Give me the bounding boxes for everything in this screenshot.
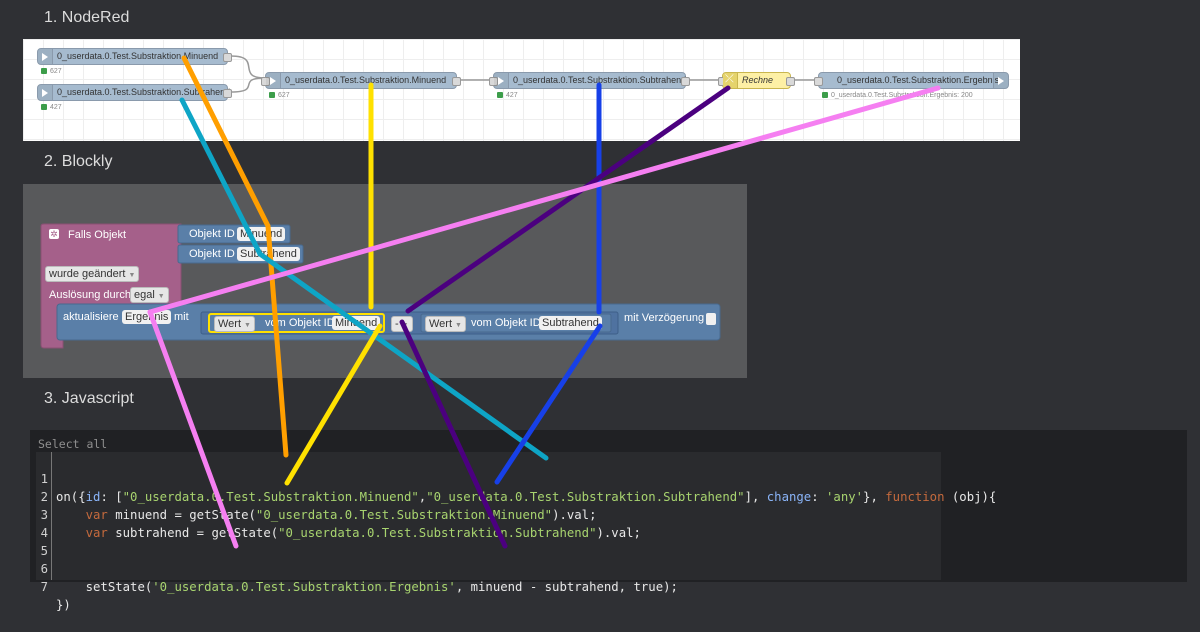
status-dot-icon	[41, 68, 47, 74]
output-port[interactable]	[223, 53, 232, 62]
output-port[interactable]	[223, 89, 232, 98]
blockly-blocks	[40, 223, 721, 349]
output-port[interactable]	[452, 77, 461, 86]
dropdown-arrow-icon: ▼	[455, 322, 462, 329]
line-number: 7	[40, 580, 48, 594]
status-dot-icon	[497, 92, 503, 98]
blockly-aktualisiere-label: aktualisiere	[63, 311, 119, 323]
node-label: 0_userdata.0.Test.Substraktion.Minuend	[285, 75, 447, 85]
nodered-canvas[interactable]: 0_userdata.0.Test.Substraktion.Minuend 6…	[23, 39, 1020, 141]
blockly-ergebnis-field[interactable]: Ergebnis	[122, 310, 172, 324]
heading-nodered: 1. NodeRed	[44, 9, 130, 26]
heading-javascript: 3. Javascript	[44, 390, 134, 407]
code-line-4: 4	[36, 506, 80, 540]
gutter-divider	[51, 452, 52, 580]
annotation-overlay	[147, 55, 941, 549]
output-arrow-icon	[993, 73, 1008, 88]
input-arrow-icon	[494, 73, 509, 88]
node-label: Rechne	[742, 75, 774, 85]
node-get-minuend[interactable]: 0_userdata.0.Test.Substraktion.Minuend	[261, 72, 461, 89]
node-label: 0_userdata.0.Test.Substraktion.Subtrahen…	[513, 75, 687, 85]
node-status: 627	[269, 92, 290, 99]
node-status: 0_userdata.0.Test.Substraktion.Ergebnis:…	[822, 92, 973, 99]
status-dot-icon	[269, 92, 275, 98]
output-port[interactable]	[786, 77, 795, 86]
line-number: 6	[40, 562, 48, 576]
gear-icon[interactable]: ✲	[49, 229, 59, 239]
status-dot-icon	[822, 92, 828, 98]
node-get-subtrahend[interactable]: 0_userdata.0.Test.Substraktion.Subtrahen…	[489, 72, 690, 89]
input-port[interactable]	[489, 77, 498, 86]
node-out-ergebnis[interactable]: 0_userdata.0.Test.Substraktion.Ergebnis	[814, 72, 1009, 89]
blockly-objekt-id-label: Objekt ID	[189, 248, 235, 260]
blockly-wert-dropdown[interactable]: Wert▼	[425, 316, 466, 332]
annotation-line-cyan	[179, 97, 263, 257]
node-in-subtrahend[interactable]: 0_userdata.0.Test.Substraktion.Subtrahen…	[37, 84, 232, 101]
line-number: 1	[40, 472, 48, 486]
blockly-egal-dropdown[interactable]: egal▼	[130, 287, 169, 303]
blockly-wert-dropdown[interactable]: Wert▼	[214, 316, 255, 332]
node-status: 427	[497, 92, 518, 99]
select-all-link[interactable]: Select all	[38, 437, 108, 451]
blockly-objekt-id-label: Objekt ID	[189, 228, 235, 240]
input-arrow-icon	[38, 85, 53, 100]
blockly-falls-objekt: Falls Objekt	[68, 229, 127, 241]
input-port[interactable]	[261, 77, 270, 86]
annotation-line-pink	[147, 85, 941, 315]
code-area[interactable]: 1 on({id: ["0_userdata.0.Test.Substrakti…	[36, 452, 997, 612]
annotation-line-pink	[147, 309, 239, 549]
input-arrow-icon	[266, 73, 281, 88]
blockly-subtrahend-field[interactable]: Subtrahend	[539, 316, 602, 330]
annotation-line-purple	[405, 85, 731, 314]
node-label: 0_userdata.0.Test.Substraktion.Minuend	[57, 51, 219, 61]
annotation-line-cyan	[257, 251, 549, 461]
input-arrow-icon	[38, 49, 53, 64]
code-line-3: 3 var subtrahend = getState("0_userdata.…	[36, 488, 641, 540]
blockly-vom-objekt-label: vom Objekt ID	[471, 317, 541, 329]
shuffle-icon	[723, 73, 738, 88]
node-status: 627	[41, 68, 62, 75]
node-function-rechne[interactable]: Rechne	[718, 72, 795, 89]
node-status: 427	[41, 104, 62, 111]
dropdown-arrow-icon: ▼	[128, 272, 136, 279]
node-label: 0_userdata.0.Test.Substraktion.Ergebnis	[837, 75, 1000, 85]
blockly-ausloesung-label: Auslösung durch	[49, 289, 131, 301]
input-port[interactable]	[814, 77, 823, 86]
line-number: 3	[40, 508, 48, 522]
dropdown-arrow-icon: ▼	[157, 293, 165, 300]
code-line-5: 5	[36, 524, 80, 558]
node-in-minuend[interactable]: 0_userdata.0.Test.Substraktion.Minuend	[37, 48, 232, 65]
code-line-1: 1 on({id: ["0_userdata.0.Test.Substrakti…	[36, 452, 997, 504]
dropdown-arrow-icon: ▼	[244, 322, 251, 329]
nodered-wires	[230, 55, 815, 93]
line-number: 2	[40, 490, 48, 504]
code-line-6: 6 setState('0_userdata.0.Test.Substrakti…	[36, 542, 678, 594]
annotation-line-purple	[399, 319, 508, 549]
blockly-vom-objekt-label: vom Objekt ID	[265, 317, 335, 329]
annotation-line-orange	[181, 55, 271, 229]
blockly-mit-verzoegerung-label: mit Verzögerung	[624, 312, 705, 324]
line-number: 5	[40, 544, 48, 558]
line-number: 4	[40, 526, 48, 540]
annotation-line-blue	[494, 323, 603, 485]
output-port[interactable]	[681, 77, 690, 86]
blockly-wurde-geaendert-dropdown[interactable]: wurde geändert▼	[45, 266, 140, 282]
blockly-mit-label: mit	[174, 311, 189, 323]
heading-blockly: 2. Blockly	[44, 153, 113, 170]
code-line-2: 2 var minuend = getState("0_userdata.0.T…	[36, 470, 597, 522]
status-dot-icon	[41, 104, 47, 110]
annotation-line-yellow	[284, 323, 383, 486]
node-label: 0_userdata.0.Test.Substraktion.Subtrahen…	[57, 87, 231, 97]
